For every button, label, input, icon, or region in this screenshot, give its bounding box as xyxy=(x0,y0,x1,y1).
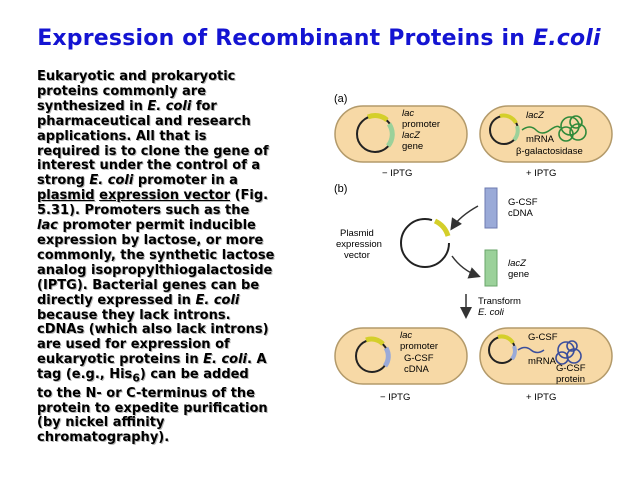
body-line: proteins commonly are xyxy=(37,83,207,99)
label-protein: protein xyxy=(556,374,585,385)
gcsf-segment-icon xyxy=(382,346,391,368)
text-run-italic: E. coli xyxy=(203,352,248,368)
body-line: because they lack introns. xyxy=(37,307,231,323)
text-run: ) can be added xyxy=(139,367,249,383)
promoter-segment-icon xyxy=(499,113,518,125)
promoter-segment-icon xyxy=(365,336,385,346)
label-plus-iptg: + IPTG xyxy=(526,392,556,403)
label-minus-iptg: − IPTG xyxy=(380,392,410,403)
body-paragraph: Eukaryotic and prokaryotic proteins comm… xyxy=(37,69,319,446)
text-run: eukaryotic proteins in xyxy=(37,352,204,368)
promoter-segment-icon xyxy=(433,218,451,237)
body-line: analog isopropylthiogalactoside xyxy=(37,262,273,278)
text-run: directly expressed in xyxy=(37,292,196,308)
text-run-italic: lac xyxy=(37,218,58,234)
mrna-wave-icon xyxy=(517,346,545,354)
body-line: are used for expression of xyxy=(37,337,230,353)
underlined-term: plasmid xyxy=(37,188,95,204)
mrna-wave-icon xyxy=(521,125,561,134)
body-line: 5.31). Promoters such as the xyxy=(37,203,250,219)
label-mrna: mRNA xyxy=(526,134,555,145)
label-gene: gene xyxy=(402,141,423,152)
label-lacz: lacZ xyxy=(402,130,421,141)
text-run: synthesized in xyxy=(37,98,148,114)
label-lac: lac xyxy=(402,108,414,119)
label-plasmid: Plasmid xyxy=(340,228,374,239)
label-gcsf: G-CSF xyxy=(404,353,434,364)
text-run: strong xyxy=(37,173,90,189)
label-gene: gene xyxy=(508,269,529,280)
text-run: promoter in a xyxy=(133,173,238,189)
text-run-italic: E. coli xyxy=(195,292,240,308)
panel-b-label: (b) xyxy=(334,183,347,195)
title-species: E.coli xyxy=(532,26,601,51)
body-line: strong E. coli promoter in a xyxy=(37,173,319,189)
cell-c-left xyxy=(334,327,468,385)
page-title: Expression of Recombinant Proteins in E.… xyxy=(0,26,638,51)
text-run: for xyxy=(191,98,217,114)
body-line: synthesized in E. coli for xyxy=(37,98,319,115)
body-line: pharmaceutical and research xyxy=(37,113,251,129)
label-beta-galactosidase: β-galactosidase xyxy=(516,146,583,157)
label-minus-iptg: − IPTG xyxy=(382,168,412,179)
body-line: Eukaryotic and prokaryotic xyxy=(37,69,236,84)
promoter-segment-icon xyxy=(497,334,515,345)
lacz-segment-icon xyxy=(385,122,395,148)
label-promoter: promoter xyxy=(402,119,440,130)
body-line: required is to clone the gene of xyxy=(37,143,269,159)
body-line: plasmid expression vector (Fig. xyxy=(37,188,319,204)
promoter-segment-icon xyxy=(367,113,389,123)
title-prefix: Expression of Recombinant Proteins in xyxy=(37,26,533,51)
label-plus-iptg: + IPTG xyxy=(526,168,556,179)
label-transform: Transform xyxy=(478,296,521,307)
body-line: (by nickel affinity xyxy=(37,415,165,431)
label-gcsf: G-CSF xyxy=(556,363,586,374)
label-cdna: cDNA xyxy=(508,208,533,219)
body-line: cDNAs (which also lack introns) xyxy=(37,322,269,338)
gcsf-segment-icon xyxy=(510,345,517,361)
body-line: tag (e.g., His6) can be added xyxy=(37,367,319,387)
label-gcsf: G-CSF xyxy=(508,197,538,208)
label-lac: lac xyxy=(400,330,412,341)
subscript: 6 xyxy=(132,371,140,385)
body-line: interest under the control of a xyxy=(37,158,261,174)
label-cdna: cDNA xyxy=(404,364,429,375)
arrow-icon xyxy=(450,205,479,231)
label-expression: expression xyxy=(336,239,382,250)
body-line: commonly, the synthetic lactose xyxy=(37,247,275,263)
label-ecoli: E. coli xyxy=(478,307,505,318)
body-line: expression by lactose, or more xyxy=(37,232,264,248)
label-mrna: mRNA xyxy=(528,356,557,367)
body-line: chromatography). xyxy=(37,430,170,446)
label-lacz: lacZ xyxy=(526,110,545,121)
body-line: applications. All that is xyxy=(37,128,207,144)
body-line: protein to expedite purification xyxy=(37,400,268,416)
arrow-icon xyxy=(451,255,481,279)
underlined-term: expression vector xyxy=(99,188,231,204)
body-line: directly expressed in E. coli xyxy=(37,292,319,309)
plasmid-vector-icon xyxy=(400,218,450,268)
lacz-segment-icon xyxy=(512,125,520,142)
label-lacz: lacZ xyxy=(508,258,527,269)
panel-a-label: (a) xyxy=(334,93,347,105)
text-run-italic: E. coli xyxy=(89,173,134,189)
lacz-gene-segment xyxy=(484,249,498,287)
text-run-italic: E. coli xyxy=(147,98,192,114)
text-run: . A xyxy=(247,352,267,368)
body-line: eukaryotic proteins in E. coli. A xyxy=(37,352,319,368)
label-promoter: promoter xyxy=(400,341,438,352)
text-run: (Fig. xyxy=(230,188,269,204)
body-line: lac promoter permit inducible xyxy=(37,218,319,234)
text-run: promoter permit inducible xyxy=(57,218,256,234)
text-run: tag (e.g., His xyxy=(37,367,133,383)
body-line: (IPTG). Bacterial genes can be xyxy=(37,277,260,293)
beta-galactosidase-icon xyxy=(558,115,587,142)
label-gcsf: G-CSF xyxy=(528,332,558,343)
gcsf-cdna-segment xyxy=(484,187,498,229)
gcsf-protein-icon xyxy=(555,340,582,365)
expression-figure: (a) lac promoter lacZ gene − IPTG lacZ m… xyxy=(334,93,613,403)
label-vector: vector xyxy=(344,250,370,261)
body-line: to the N- or C-terminus of the xyxy=(37,385,256,401)
cell-a-left xyxy=(334,105,468,163)
